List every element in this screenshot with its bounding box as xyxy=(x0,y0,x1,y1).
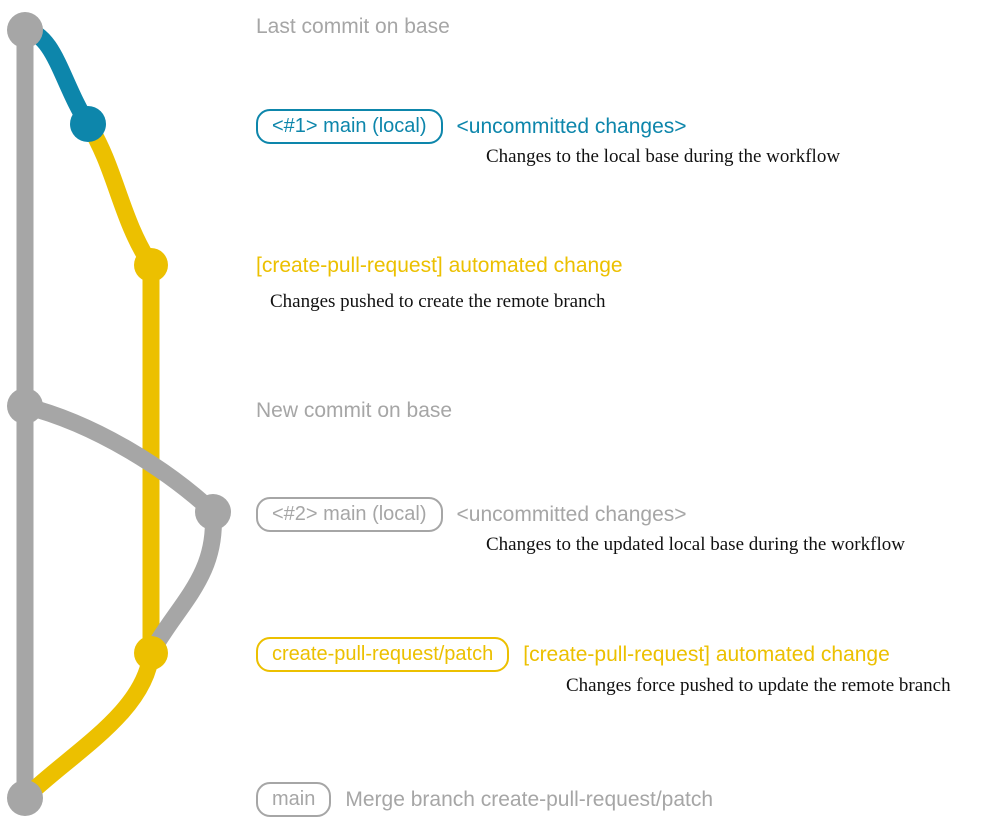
graph-node-new-commit-on-base xyxy=(7,388,43,424)
commit-row-merge-commit: main Merge branch create-pull-request/pa… xyxy=(256,782,713,817)
graph-node-local-main-2 xyxy=(195,494,231,530)
graph-edge-base-local2 xyxy=(16,397,222,521)
graph-edge-local2-change2 xyxy=(142,503,222,662)
commit-headline-local-main-2: <uncommitted changes> xyxy=(456,503,687,526)
graph-node-local-main-1 xyxy=(70,106,106,142)
commit-headline-last-commit-on-base: Last commit on base xyxy=(256,15,450,38)
branch-badge-local-main-2[interactable]: <#2> main (local) xyxy=(256,497,443,532)
commit-headline-automated-change-2: [create-pull-request] automated change xyxy=(523,643,890,666)
commit-headline-new-commit-on-base: New commit on base xyxy=(256,399,453,422)
graph-node-last-commit-on-base xyxy=(7,12,43,48)
commit-subtext-local-main-1: Changes to the local base during the wor… xyxy=(486,146,841,167)
branch-badge-local-main-1[interactable]: <#1> main (local) xyxy=(256,109,443,144)
commit-headline-local-main-1: <uncommitted changes> xyxy=(456,115,687,138)
graph-edge-change2-merge xyxy=(16,644,160,807)
graph-node-automated-change-1 xyxy=(134,248,168,282)
branch-badge-create-pull-request-patch[interactable]: create-pull-request/patch xyxy=(256,637,510,672)
commit-row-local-main-1: <#1> main (local) <uncommitted changes> xyxy=(256,109,687,144)
graph-nodes xyxy=(7,12,231,816)
commit-headline-automated-change-1: [create-pull-request] automated change xyxy=(256,254,623,277)
graph-edge-yellow-change1 xyxy=(79,115,160,274)
branch-badge-main[interactable]: main xyxy=(256,782,332,817)
graph-node-automated-change-2 xyxy=(134,636,168,670)
commit-headline-merge-commit: Merge branch create-pull-request/patch xyxy=(345,788,714,811)
commit-subtext-local-main-2: Changes to the updated local base during… xyxy=(486,534,905,555)
commit-row-local-main-2: <#2> main (local) <uncommitted changes> xyxy=(256,497,687,532)
commit-subtext-automated-change-2: Changes force pushed to update the remot… xyxy=(566,675,951,696)
commit-row-automated-change-2: create-pull-request/patch [create-pull-r… xyxy=(256,637,890,672)
commit-subtext-automated-change-1: Changes pushed to create the remote bran… xyxy=(270,291,606,312)
graph-node-merge-commit xyxy=(7,780,43,816)
